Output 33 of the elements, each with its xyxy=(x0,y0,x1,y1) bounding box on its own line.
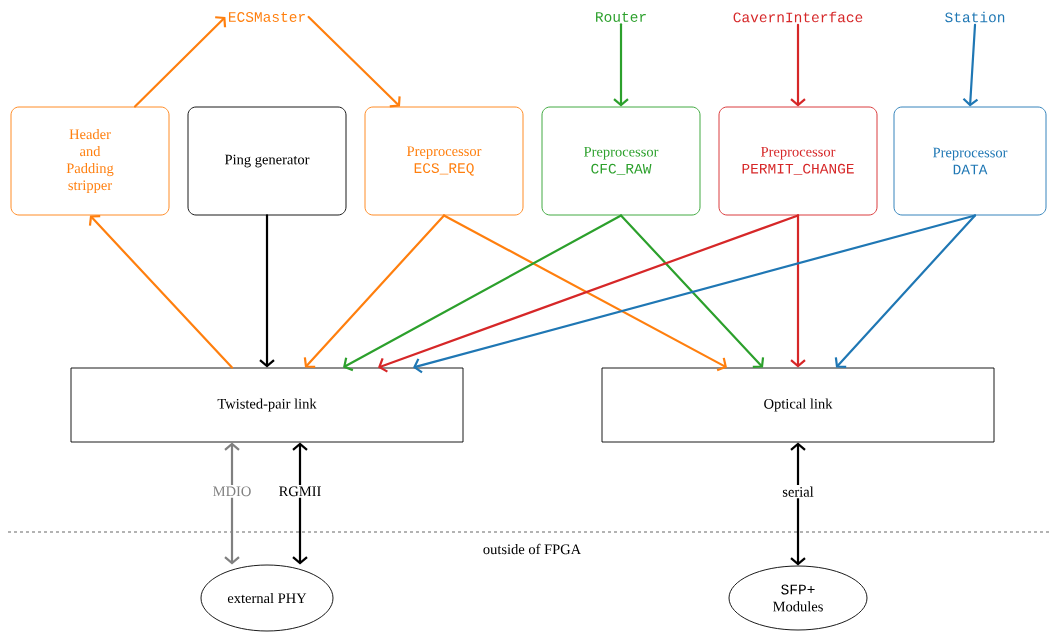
arrow xyxy=(307,15,401,108)
boundary-label: outside of FPGA xyxy=(483,543,582,555)
arrow xyxy=(378,214,800,373)
arrow xyxy=(962,23,979,107)
arrow xyxy=(133,16,227,108)
arrow xyxy=(303,214,446,368)
arrow xyxy=(834,214,977,368)
arrow xyxy=(259,214,275,368)
link-box: Optical link xyxy=(601,367,995,443)
process-box: Header and Padding stripper xyxy=(10,106,170,216)
arrow xyxy=(790,214,806,368)
component-name: ECSMaster xyxy=(229,12,305,22)
arrow xyxy=(224,442,240,565)
arrow xyxy=(790,442,806,566)
arrow xyxy=(343,214,623,372)
arrow xyxy=(619,214,765,368)
edge-label: RGMII xyxy=(277,484,323,498)
arrow xyxy=(613,23,629,107)
process-box: Preprocessor PERMIT_CHANGE xyxy=(718,106,878,216)
process-box: Preprocessor ECS_REQ xyxy=(364,106,524,216)
arrow xyxy=(442,214,727,372)
process-box: Ping generator xyxy=(187,106,347,216)
edge-label: MDIO xyxy=(211,484,253,498)
component-name: CavernInterface xyxy=(733,11,863,23)
process-box: Preprocessor CFC_RAW xyxy=(541,106,701,216)
process-box: Preprocessor DATA xyxy=(893,106,1047,216)
edge-label: serial xyxy=(780,485,816,499)
link-box: Twisted-pair link xyxy=(70,367,464,443)
component-name: Router xyxy=(596,12,646,22)
arrow xyxy=(88,215,234,369)
arrow xyxy=(292,442,308,565)
component-name: Station xyxy=(945,11,1005,23)
arrow xyxy=(790,23,806,107)
